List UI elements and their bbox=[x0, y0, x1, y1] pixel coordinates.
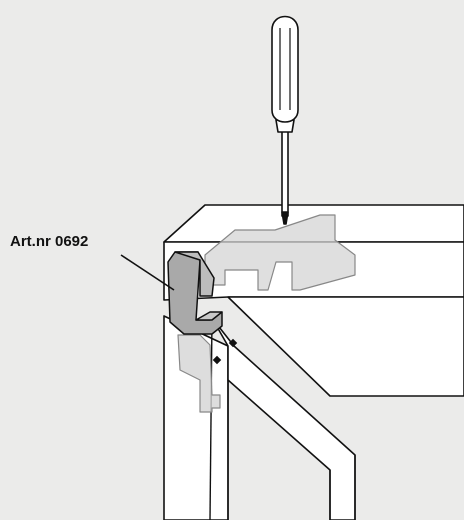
hidden-clip-outline-top bbox=[204, 214, 356, 291]
hidden-clip-outline-side bbox=[177, 334, 221, 413]
part-number-label: Art.nr 0692 bbox=[10, 233, 89, 250]
screw-marks bbox=[212, 338, 238, 365]
frame-edge-lines bbox=[209, 317, 356, 520]
callout-leader-line bbox=[120, 254, 175, 291]
mounting-clip bbox=[167, 251, 223, 335]
screwdriver-icon bbox=[271, 15, 299, 225]
